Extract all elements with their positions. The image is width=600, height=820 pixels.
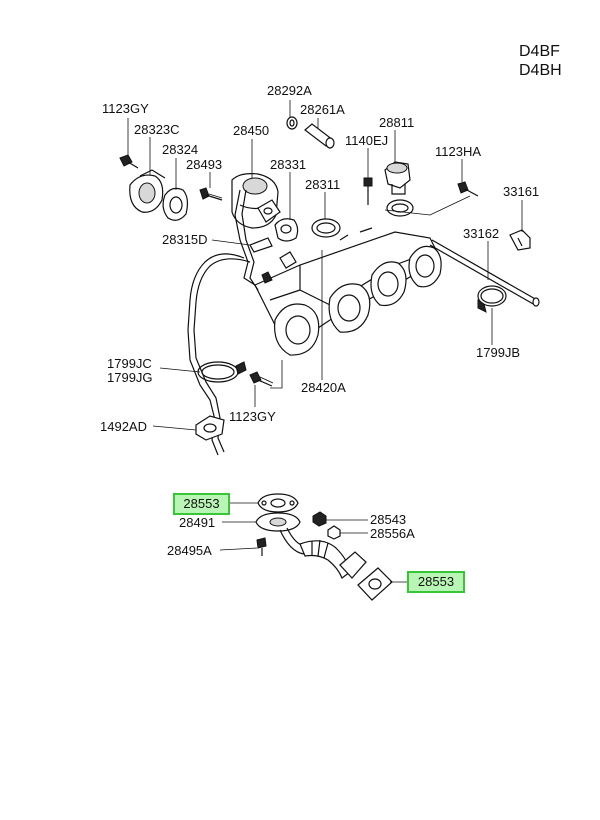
bolt-28495a	[256, 537, 267, 556]
callout-33161: 33161	[503, 184, 540, 199]
leader-lines	[127, 100, 523, 583]
callout-28261a: 28261A	[300, 102, 345, 117]
callout-28556a: 28556A	[370, 526, 415, 541]
bolt-1123gy-top	[119, 154, 139, 169]
bolt-1123gy-bottom	[249, 371, 274, 387]
sensor-28811	[384, 161, 411, 195]
gasket-28331	[274, 218, 299, 242]
callout-28331: 28331	[270, 157, 307, 172]
egr-cooler-pipe	[279, 527, 367, 579]
engine-code-d4bh: D4BH	[519, 62, 562, 79]
exhaust-manifold	[254, 199, 442, 356]
egr-valve	[231, 173, 281, 229]
callout-1140ej: 1140EJ	[345, 133, 389, 148]
callout-28553-right-highlighted[interactable]: 28553	[407, 571, 465, 593]
nut-28543	[312, 511, 327, 527]
hose-28261a	[304, 123, 335, 149]
engine-code-d4bf: D4BF	[519, 43, 560, 60]
tube-33162	[429, 239, 540, 307]
callout-28324: 28324	[162, 142, 199, 157]
callout-28311: 28311	[305, 177, 341, 192]
callout-1799jb: 1799JB	[476, 345, 521, 360]
clip-28292a	[286, 116, 298, 130]
bolt-28493	[199, 187, 223, 201]
bolt-1123ha	[457, 181, 479, 197]
callout-28811: 28811	[379, 115, 415, 130]
callout-1123gy-top: 1123GY	[102, 101, 149, 116]
callout-1123gy-bottom: 1123GY	[229, 409, 276, 424]
bracket-33161	[509, 229, 531, 251]
callout-33162: 33162	[463, 226, 500, 241]
gasket-28553-right	[357, 567, 393, 601]
callout-28420a: 28420A	[301, 380, 346, 395]
clamp-1799jb	[477, 285, 507, 313]
callout-28493: 28493	[186, 157, 223, 172]
callout-1799jg: 1799JG	[107, 370, 153, 385]
nut-28556a	[327, 525, 341, 540]
callout-28495a: 28495A	[167, 543, 212, 558]
gasket-28553-left	[257, 493, 299, 513]
callout-1492ad: 1492AD	[100, 419, 147, 434]
callout-28323c: 28323C	[134, 122, 180, 137]
callout-28553-left-highlighted[interactable]: 28553	[173, 493, 230, 515]
egr-pipe	[187, 189, 297, 456]
adapter-28323c	[129, 169, 166, 213]
callout-28315d: 28315D	[162, 232, 208, 247]
callout-1799jc: 1799JC	[107, 356, 152, 371]
bolt-1140ej	[363, 177, 373, 205]
callout-28292a: 28292A	[267, 83, 312, 98]
callout-28491: 28491	[179, 515, 216, 530]
callout-28450: 28450	[233, 123, 270, 138]
callout-1123ha: 1123HA	[435, 144, 482, 159]
gasket-28324	[162, 187, 189, 221]
flange-28491	[255, 512, 301, 532]
callout-28543: 28543	[370, 512, 407, 527]
